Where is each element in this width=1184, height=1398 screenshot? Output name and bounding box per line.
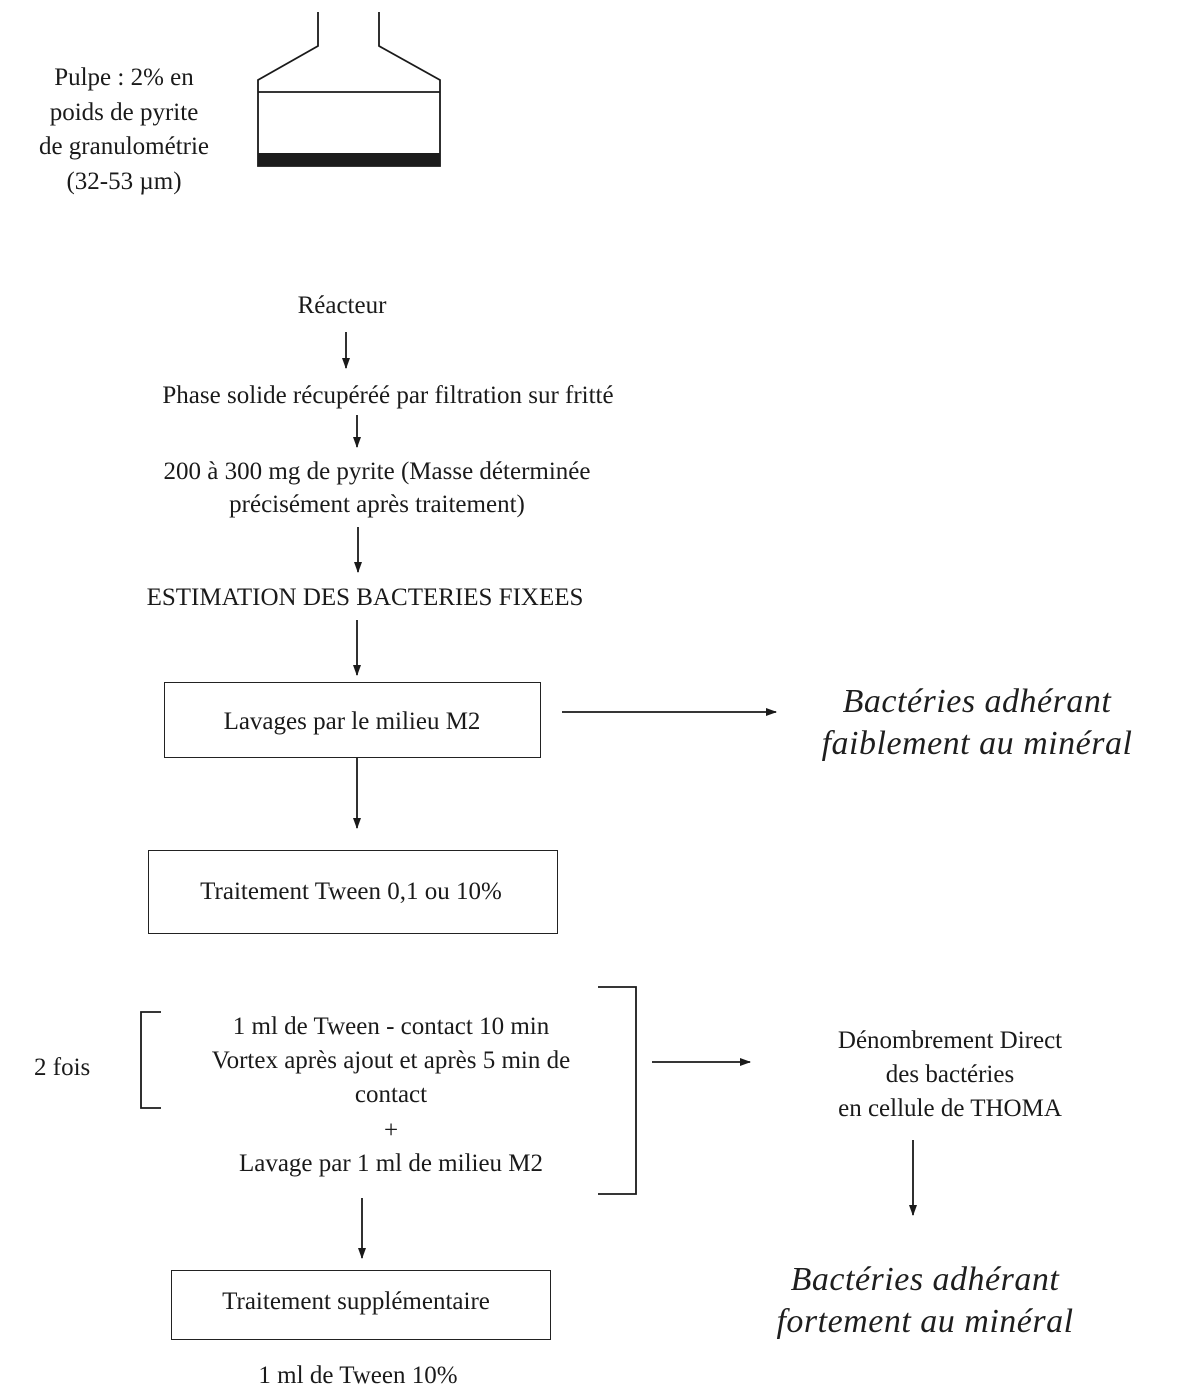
washes-label: Lavages par le milieu M2 — [223, 708, 481, 735]
pulp-label-line2: poids de pyrite — [49, 99, 199, 126]
bracket-line4: Lavage par 1 ml de milieu M2 — [238, 1150, 544, 1177]
bracket-line1: 1 ml de Tween - contact 10 min — [232, 1013, 550, 1040]
reactor-label: Réacteur — [297, 292, 387, 319]
washes-box — [164, 682, 541, 758]
strong-adhesion-line2: fortement au minéral — [776, 1303, 1074, 1340]
estimation-label: ESTIMATION DES BACTERIES FIXEES — [146, 584, 584, 611]
pulp-label-line1: Pulpe : 2% en — [54, 64, 194, 91]
repeat-label: 2 fois — [34, 1054, 91, 1081]
extra-treatment-detail: 1 ml de Tween 10% — [258, 1362, 458, 1389]
bracket-plus: + — [383, 1117, 399, 1144]
count-label-line3: en cellule de THOMA — [838, 1095, 1062, 1122]
count-label-line2: des bactéries — [885, 1061, 1015, 1088]
left-bracket — [140, 1011, 161, 1109]
pulp-label-line3: de granulométrie — [38, 133, 210, 160]
count-label-line1: Dénombrement Direct — [837, 1027, 1063, 1054]
bracket-line2: Vortex après ajout et après 5 min de — [211, 1047, 571, 1074]
pyrite-sediment — [258, 153, 440, 166]
weak-adhesion-line1: Bactéries adhérant — [842, 683, 1112, 720]
extra-treatment-box — [171, 1270, 551, 1340]
mass-label-line2: précisément après traitement) — [229, 491, 525, 518]
weak-adhesion-line2: faiblement au minéral — [821, 725, 1133, 762]
pulp-label-line4: (32-53 µm) — [66, 168, 182, 195]
right-bracket — [598, 986, 637, 1195]
mass-label-line1: 200 à 300 mg de pyrite (Masse déterminée — [163, 458, 591, 485]
bracket-line3: contact — [354, 1081, 428, 1108]
extra-treatment-label: Traitement supplémentaire — [222, 1288, 490, 1315]
solid-phase-label: Phase solide récupéréé par filtration su… — [162, 382, 614, 409]
tween-treatment-label: Traitement Tween 0,1 ou 10% — [200, 878, 502, 905]
tween-treatment-box — [148, 850, 558, 934]
strong-adhesion-line1: Bactéries adhérant — [790, 1261, 1060, 1298]
reactor-vessel-icon — [257, 12, 441, 167]
